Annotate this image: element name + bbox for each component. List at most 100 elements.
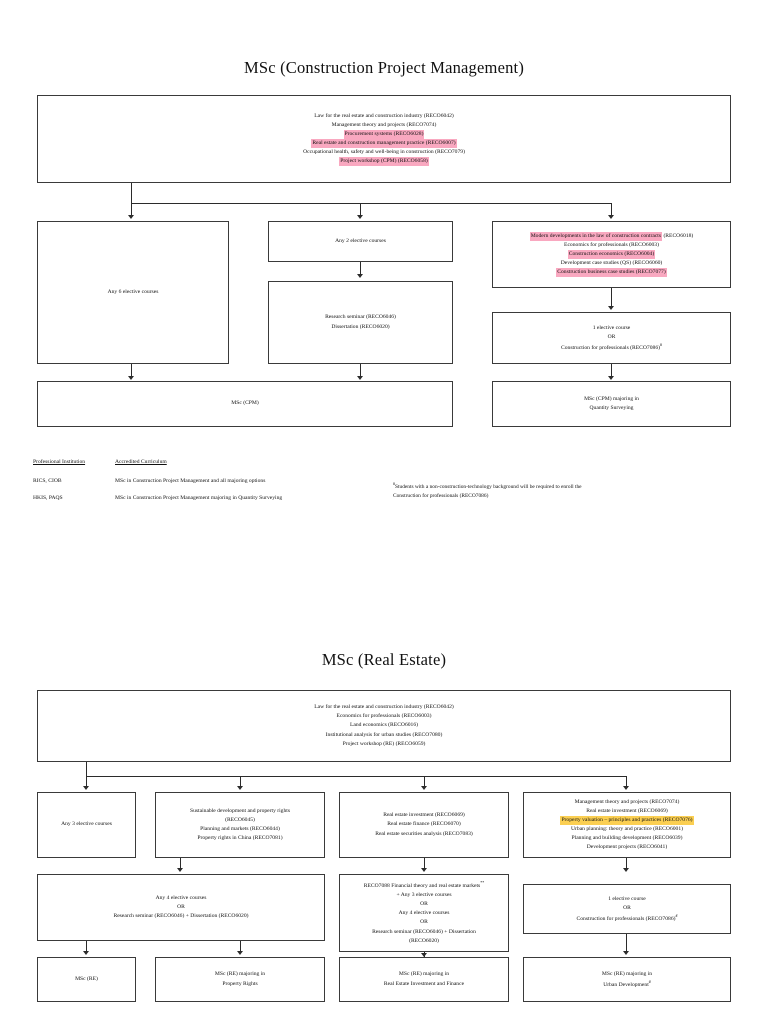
footnote-marker: # bbox=[675, 912, 678, 918]
course-line: Property rights in China (RECO7081) bbox=[159, 834, 321, 843]
course-line: Planning and markets (RECO6044) bbox=[159, 825, 321, 834]
cpm-any-2-elective-box: Any 2 elective courses bbox=[268, 221, 453, 262]
course-line-text: RECO7088 Financial theory and real estat… bbox=[363, 883, 481, 890]
course-line-list: Modern developments in the law of constr… bbox=[496, 231, 727, 278]
course-line: Urban Development# bbox=[527, 979, 727, 990]
course-line: Law for the real estate and construction… bbox=[41, 703, 727, 712]
connector-line bbox=[131, 203, 611, 205]
course-line: Real estate and construction management … bbox=[41, 139, 727, 149]
course-line-list: Law for the real estate and construction… bbox=[41, 112, 727, 167]
course-line-list: Sustainable development and property rig… bbox=[159, 807, 321, 843]
course-line-list: MSc (CPM) majoring in Quantity Surveying bbox=[496, 395, 727, 413]
course-line-text: OR bbox=[177, 903, 185, 910]
connector-line bbox=[360, 262, 362, 276]
course-line-text: Research seminar (RECO6046) + Dissertati… bbox=[113, 913, 249, 920]
legend-row-curriculum: MSc in Construction Project Management m… bbox=[115, 495, 283, 501]
course-line-text: MSc (CPM) majoring in bbox=[584, 395, 639, 402]
course-line-list: Any 6 elective courses bbox=[41, 288, 225, 297]
course-line: (RECO6020) bbox=[343, 937, 505, 946]
course-line-text: Procurement systems (RECO6028) bbox=[343, 129, 425, 139]
course-line: Research seminar (RECO6046) + Dissertati… bbox=[41, 912, 321, 921]
course-line: OR bbox=[343, 900, 505, 909]
page-title-cpm: MSc (Construction Project Management) bbox=[243, 58, 525, 77]
footnote-marker: # bbox=[659, 341, 662, 347]
course-line: Construction business case studies (RECO… bbox=[496, 268, 727, 278]
course-line-text: Occupational health, safety and well-bei… bbox=[303, 149, 465, 156]
course-line-text: Any 6 elective courses bbox=[107, 288, 159, 295]
connector-line bbox=[86, 941, 88, 953]
course-line-text: Land economics (RECO6016) bbox=[349, 722, 419, 729]
course-line-list: Real estate investment (RECO6069)Real es… bbox=[343, 811, 505, 838]
connector-line bbox=[360, 364, 362, 378]
re-core-courses-box: Law for the real estate and construction… bbox=[37, 690, 731, 762]
course-line: Institutional analysis for urban studies… bbox=[41, 731, 727, 740]
course-line-text: Economics for professionals (RECO6003) bbox=[336, 713, 432, 720]
connector-line bbox=[611, 364, 613, 378]
course-line: 1 elective course bbox=[496, 324, 727, 333]
course-line-text: Institutional analysis for urban studies… bbox=[325, 731, 443, 738]
course-line: Any 2 elective courses bbox=[272, 237, 449, 246]
course-line-text: Law for the real estate and construction… bbox=[314, 112, 454, 119]
course-line-text: Sustainable development and property rig… bbox=[189, 807, 291, 814]
course-line: Real estate securities analysis (RECO708… bbox=[343, 830, 505, 839]
arrow-head bbox=[177, 868, 183, 872]
course-line: Real estate finance (RECO6070) bbox=[343, 820, 505, 829]
course-line: Property Rights bbox=[159, 980, 321, 989]
course-line: Development case studies (QS) (RECO6060) bbox=[496, 259, 727, 268]
course-line-text: Planning and markets (RECO6044) bbox=[200, 826, 280, 832]
connector-line bbox=[611, 203, 613, 217]
course-line-text: Management theory and projects (RECO7074… bbox=[331, 121, 437, 128]
arrow-head bbox=[623, 868, 629, 872]
cpm-footnote: #Students with a non-construction-techno… bbox=[393, 481, 683, 501]
footnote-line-2: Construction for professionals (RECO7086… bbox=[393, 492, 489, 499]
course-line: Quantity Surveying bbox=[496, 404, 727, 413]
course-line: Sustainable development and property rig… bbox=[159, 807, 321, 816]
course-line-text: Construction for professionals (RECO7086… bbox=[561, 344, 660, 351]
course-line-text: MSc (RE) majoring in bbox=[398, 971, 450, 978]
arrow-head bbox=[421, 786, 427, 790]
footnote-marker: # bbox=[393, 481, 395, 486]
legend-row-curriculum: MSc in Construction Project Management a… bbox=[115, 478, 266, 484]
course-line: + Any 3 elective courses bbox=[343, 891, 505, 900]
course-line: Land economics (RECO6016) bbox=[41, 721, 727, 730]
re-any-3-elective-box: Any 3 elective courses bbox=[37, 792, 136, 858]
page-title-re: MSc (Real Estate) bbox=[321, 650, 447, 669]
course-code-suffix: (RECO6018) bbox=[662, 232, 694, 239]
arrow-head bbox=[608, 376, 614, 380]
arrow-head bbox=[421, 953, 427, 957]
footnote-marker: # bbox=[648, 978, 651, 984]
legend-header-curriculum: Accredited Curriculum bbox=[115, 459, 167, 465]
course-line: Economics for professionals (RECO6003) bbox=[41, 712, 727, 721]
course-line: OR bbox=[41, 903, 321, 912]
course-line: Management theory and projects (RECO7074… bbox=[527, 798, 727, 807]
course-line: Real estate investment (RECO6069) bbox=[527, 807, 727, 816]
course-line-text: 1 elective course bbox=[608, 895, 646, 902]
course-line-text: OR bbox=[420, 919, 428, 926]
course-line-text: Any 4 elective courses bbox=[155, 894, 207, 901]
course-line: Procurement systems (RECO6028) bbox=[41, 129, 727, 139]
course-line: Management theory and projects (RECO7074… bbox=[41, 121, 727, 130]
course-line: (RECO6045) bbox=[159, 816, 321, 825]
course-line-list: Any 2 elective courses bbox=[272, 237, 449, 246]
course-line-text: (RECO6020) bbox=[409, 937, 439, 944]
course-line-text: Research seminar (RECO6046) + Dissertati… bbox=[372, 928, 476, 935]
course-line-list: Any 3 elective courses bbox=[41, 820, 132, 829]
course-line: 1 elective course bbox=[527, 895, 727, 904]
course-line-text: Planning and building development (RECO6… bbox=[571, 835, 683, 842]
course-line-list: MSc (RE) bbox=[41, 975, 132, 984]
course-line: Any 3 elective courses bbox=[41, 820, 132, 829]
course-line-text: OR bbox=[607, 333, 616, 340]
course-line: Any 6 elective courses bbox=[41, 288, 225, 297]
course-line: MSc (CPM) bbox=[41, 399, 449, 408]
course-line: Any 4 elective courses bbox=[41, 894, 321, 903]
course-line: Dissertation (RECO6020) bbox=[272, 323, 449, 332]
course-line-text: Modern developments in the law of constr… bbox=[529, 231, 663, 241]
